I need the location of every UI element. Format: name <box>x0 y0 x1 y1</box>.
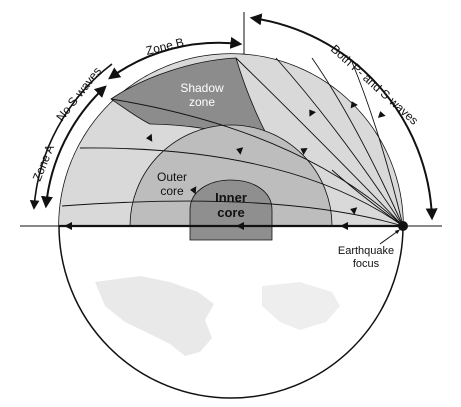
focus-label-line2: focus <box>353 258 380 270</box>
both-waves-arc <box>249 13 438 221</box>
earthquake-focus-dot <box>398 221 408 231</box>
zone-b-label: Zone B <box>144 35 185 58</box>
shadow-zone-label-line1: Shadow <box>180 81 224 95</box>
focus-pointer <box>379 229 401 245</box>
continent-shape <box>262 282 340 330</box>
focus-label-line1: Earthquake <box>338 245 394 257</box>
zone-a-arc <box>40 85 107 209</box>
continent-shape <box>95 276 214 356</box>
inner-core-label-line2: core <box>217 205 244 220</box>
outer-core-label-line2: core <box>160 184 184 198</box>
no-s-waves-arc <box>29 63 113 210</box>
inner-core-label-line1: Inner <box>215 190 247 205</box>
outer-core-label-line1: Outer <box>157 170 187 184</box>
zone-a-label: Zone A <box>30 143 57 184</box>
shadow-zone-label-line2: zone <box>189 95 215 109</box>
zone-b-arc <box>108 36 243 80</box>
